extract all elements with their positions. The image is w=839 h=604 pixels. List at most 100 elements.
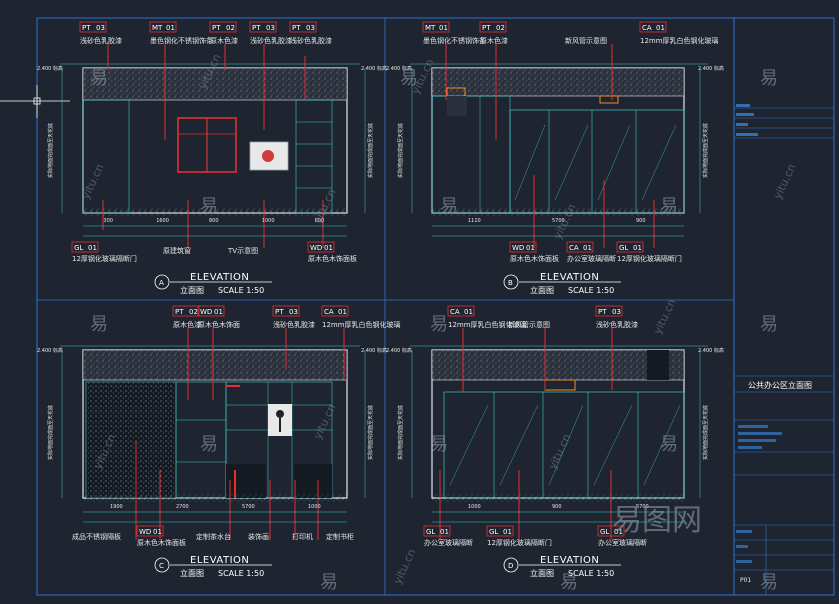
material-tag-label: 12mm厚乳白色钢化玻璃 [322, 320, 401, 329]
material-tag-box [149, 21, 177, 33]
material-tag-box [249, 21, 277, 33]
watermark-char: 易 [440, 196, 458, 217]
annotation-note: 定制茶水台 [196, 532, 231, 541]
material-tag-code: PT [598, 308, 607, 316]
material-tag-box [616, 241, 644, 253]
material-tag-code: GL [489, 528, 498, 536]
level-marker-left: 2.400 标高 [37, 65, 63, 72]
material-tag-box [486, 525, 514, 537]
elevation-heading: ELEVATION [540, 555, 599, 566]
watermark-char: 易 [760, 572, 778, 593]
material-tag-label: 12厚钢化玻璃隔断门 [617, 254, 682, 263]
material-tag-label: 原木色木饰面板 [510, 254, 559, 263]
annotation-note: 成品不锈钢隔板 [72, 532, 121, 541]
watermark-char: 易 [560, 572, 578, 593]
dimension-value: 800 [209, 218, 219, 224]
elevation-a[interactable] [60, 44, 366, 248]
material-tag-number: 01 [633, 244, 642, 252]
material-tag-code: WD [310, 244, 322, 252]
watermark-char: 易 [430, 434, 448, 455]
watermark-url: yitu.cn [391, 547, 419, 586]
material-tag-label: 原木色木饰面板 [308, 254, 357, 263]
material-tag-label: 12厚钢化玻璃隔断门 [487, 538, 552, 547]
dimension-value: 5700 [242, 504, 255, 510]
elevation-b[interactable] [410, 44, 708, 248]
material-tag-label: 浅砂色乳胶漆 [250, 36, 292, 45]
material-tag-box [422, 21, 450, 33]
material-tag-number: 03 [289, 308, 298, 316]
side-height-note: 实际地面完成面至天花底 [397, 405, 404, 460]
material-tag-label: 办公室玻璃隔断 [598, 538, 647, 547]
elevation-heading: ELEVATION [540, 272, 599, 283]
material-tag-label: 原木色木饰面板 [137, 538, 186, 547]
material-tag-number: 01 [439, 24, 448, 32]
material-tag-label: 浅砂色乳胶漆 [80, 36, 122, 45]
material-tag-code: MT [152, 24, 163, 32]
watermark-url: yitu.cn [311, 187, 339, 226]
crosshair-cursor-icon [0, 85, 70, 118]
annotation-note: 打印机 [292, 532, 313, 541]
watermark-char: 易 [200, 196, 218, 217]
material-tag-code: PT [275, 308, 284, 316]
material-tag-number: 01 [464, 308, 473, 316]
watermark-char: 易 [760, 68, 778, 89]
elevation-d[interactable] [410, 328, 708, 540]
material-tag-box [423, 525, 451, 537]
material-tag-number: 01 [503, 528, 512, 536]
material-tag-box [136, 525, 164, 537]
material-tag-code: GL [600, 528, 609, 536]
elevation-marker-circle [154, 557, 170, 573]
side-height-note: 实际地面完成面至天花底 [47, 123, 54, 178]
sheet-border [36, 17, 835, 596]
elevation-c[interactable] [60, 328, 366, 540]
dimension-value: 1000 [468, 504, 481, 510]
material-tag-code: CA [642, 24, 652, 32]
watermark-url: yitu.cn [311, 402, 339, 441]
material-tag-box [447, 305, 475, 317]
material-tag-code: CA [324, 308, 334, 316]
material-tag-box [479, 21, 507, 33]
elevation-scale: SCALE 1:50 [218, 286, 264, 295]
dimension-value: 600 [315, 218, 325, 224]
material-tag-code: WD [139, 528, 151, 536]
level-marker-right: 2.400 标高 [361, 65, 387, 72]
level-marker-left: 2.400 标高 [386, 65, 412, 72]
elevation-subtitle: 立面图 [530, 568, 554, 578]
elevation-marker-id: D [508, 562, 513, 570]
material-tag-box [321, 305, 349, 317]
side-height-note: 实际地面完成面至天花底 [702, 405, 709, 460]
material-tag-code: PT [212, 24, 221, 32]
material-tag-code: PT [482, 24, 491, 32]
material-tag-number: 03 [612, 308, 621, 316]
material-tag-code: PT [175, 308, 184, 316]
material-tag-box [307, 241, 335, 253]
title-block: 公共办公区立面图 P01 [734, 104, 834, 595]
side-height-note: 实际地面完成面至天花底 [47, 405, 54, 460]
material-tag-number: 01 [440, 528, 449, 536]
material-tag-number: 01 [656, 24, 665, 32]
watermark-char: 易 [90, 314, 108, 335]
material-tag-number: 01 [214, 308, 223, 316]
side-height-note: 实际地面完成面至天花底 [702, 123, 709, 178]
material-tag-code: CA [569, 244, 579, 252]
material-tag-code: PT [292, 24, 301, 32]
watermark-url: yitu.cn [651, 297, 679, 336]
watermark-brand: 易图网 [612, 503, 702, 538]
material-tag-label: 浅砂色乳胶漆 [290, 36, 332, 45]
dimension-value: 5700 [552, 218, 565, 224]
material-tag-number: 01 [88, 244, 97, 252]
material-tag-label: 浅砂色乳胶漆 [273, 320, 315, 329]
elevation-marker-id: A [159, 279, 164, 287]
material-tag-box [566, 241, 594, 253]
watermark-char: 易 [660, 196, 678, 217]
elevation-scale: SCALE 1:50 [568, 569, 614, 578]
material-tag-number: 03 [96, 24, 105, 32]
watermark-url: yitu.cn [771, 162, 799, 201]
material-tag-label: 墨色钢化不锈钢饰条 [423, 36, 486, 45]
material-tag-number: 03 [266, 24, 275, 32]
material-tag-label: 12厚钢化玻璃隔断门 [72, 254, 137, 263]
level-marker-right: 2.400 标高 [698, 347, 724, 354]
watermark-char: 易 [320, 572, 338, 593]
